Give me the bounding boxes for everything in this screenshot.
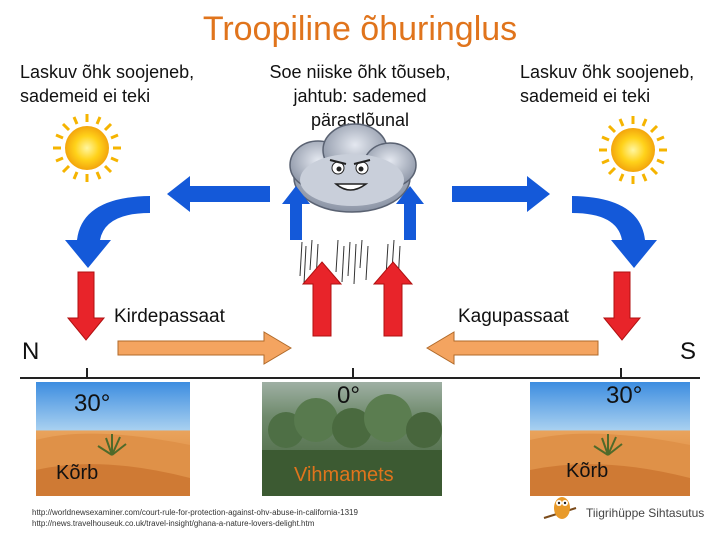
wind-label-northeast: Kirdepassaat — [114, 306, 225, 327]
rain-icon — [299, 239, 401, 285]
arrow-down-right — [602, 271, 642, 341]
photo-label-right: Kõrb — [566, 460, 609, 482]
arrow-curve-down-right — [572, 196, 657, 268]
photo-label-left: Kõrb — [56, 462, 99, 484]
description-center-line-1: Soe niiske õhk tõuseb, — [269, 62, 451, 82]
photo-label-center: Vihmamets — [294, 464, 394, 486]
arrow-cloud-up-left — [282, 186, 310, 240]
description-center-line-3: pärastlõunal — [310, 110, 410, 130]
arrow-upper-right — [452, 176, 550, 212]
latitude-right: 30° — [606, 382, 643, 409]
arrow-trade-wind-southeast — [426, 331, 599, 365]
credit-link-1[interactable]: http://worldnewsexaminer.com/court-rule-… — [32, 508, 358, 517]
description-right: Laskuv õhk soojeneb, sademeid ei teki — [520, 60, 720, 108]
pole-south: S — [680, 338, 697, 365]
pole-north: N — [22, 338, 40, 365]
arrow-curve-down-left — [65, 196, 150, 268]
description-left-line-2: sademeid ei teki — [20, 86, 151, 106]
image-credits: http://worldnewsexaminer.com/court-rule-… — [32, 507, 512, 529]
latitude-center: 0° — [337, 382, 360, 409]
credit-link-2[interactable]: http://news.travelhouseuk.co.uk/travel-i… — [32, 519, 315, 528]
arrow-up-left — [301, 261, 343, 337]
description-left-line-1: Laskuv õhk soojeneb, — [20, 62, 195, 82]
latitude-left: 30° — [74, 390, 111, 417]
description-right-line-2: sademeid ei teki — [520, 86, 651, 106]
wind-label-southeast: Kagupassaat — [458, 306, 569, 327]
arrow-trade-wind-northeast — [117, 331, 292, 365]
arrow-up-right — [372, 261, 414, 337]
arrow-cloud-up-right — [396, 186, 424, 240]
sun-icon — [53, 114, 121, 182]
sun-icon — [599, 116, 667, 184]
cloud-icon — [289, 123, 417, 213]
desert-photo-right — [530, 382, 690, 496]
arrow-upper-left — [167, 176, 270, 212]
description-left: Laskuv õhk soojeneb, sademeid ei teki — [20, 60, 260, 108]
logo-text: Tiigrihüppe Sihtasutus — [586, 506, 705, 520]
description-right-line-1: Laskuv õhk soojeneb, — [520, 62, 695, 82]
desert-photo-left — [36, 382, 190, 496]
arrow-down-left — [66, 271, 106, 341]
owl-logo-icon — [543, 497, 577, 519]
description-center: Soe niiske õhk tõuseb, jahtub: sademed p… — [240, 60, 480, 132]
diagram-title: Troopiline õhuringlus — [202, 10, 518, 48]
rainforest-photo — [262, 382, 442, 496]
description-center-line-2: jahtub: sademed — [293, 86, 427, 106]
